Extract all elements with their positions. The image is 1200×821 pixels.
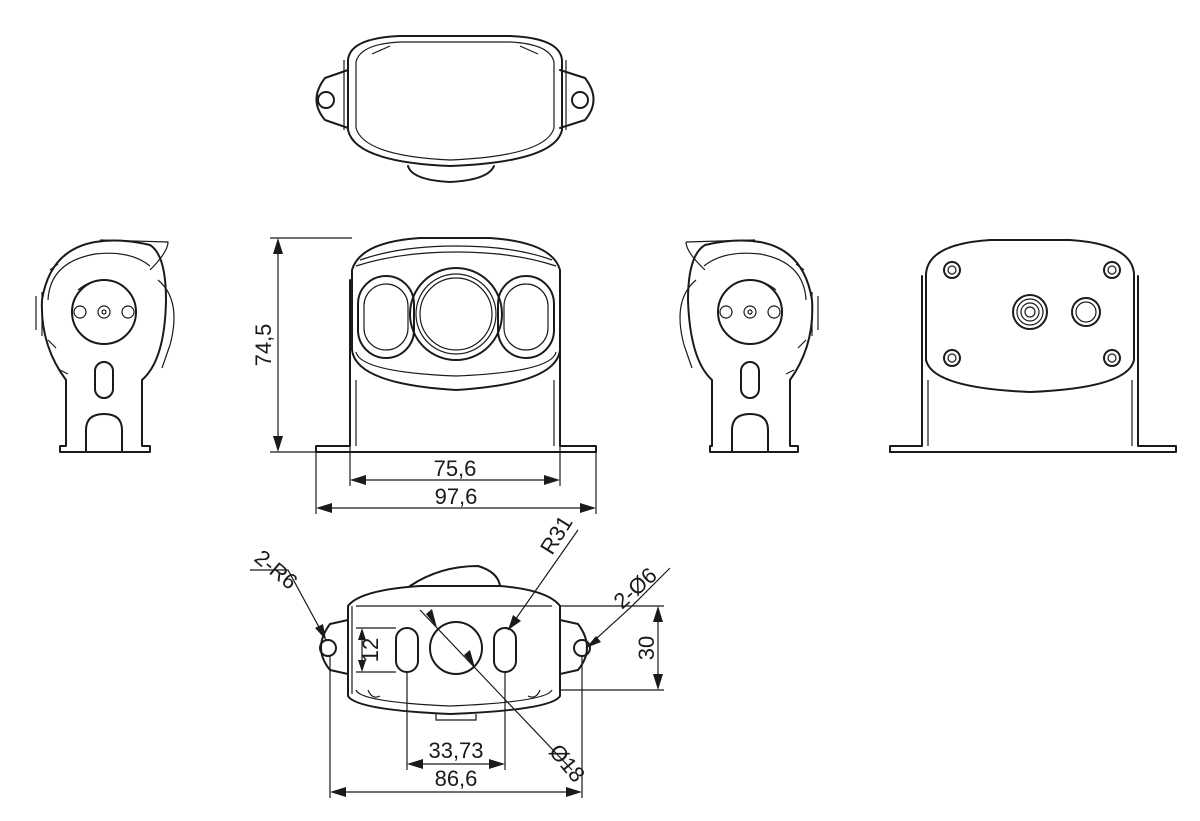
dimension-lines [250,237,671,798]
dim-corner-radius-label: R31 [535,511,578,558]
dim-hole-spacing-label: 86,6 [435,766,478,791]
dim-tab-radius-label: 2-R6 [250,545,303,595]
dim-slot-length-label: 12 [358,638,383,662]
top-view [315,35,595,183]
dim-inner-width-label: 75,6 [434,456,477,481]
rear-view [889,239,1177,453]
dim-lens-diameter-label: Ø18 [544,739,590,787]
dim-slot-spacing-label: 33,73 [428,738,483,763]
dim-height-label: 74,5 [251,324,276,367]
dim-base-width-label: 97,6 [435,484,478,509]
dim-mount-depth-label: 30 [634,636,659,660]
left-side-view [35,239,175,453]
right-side-view [679,239,819,453]
front-view [315,237,597,453]
